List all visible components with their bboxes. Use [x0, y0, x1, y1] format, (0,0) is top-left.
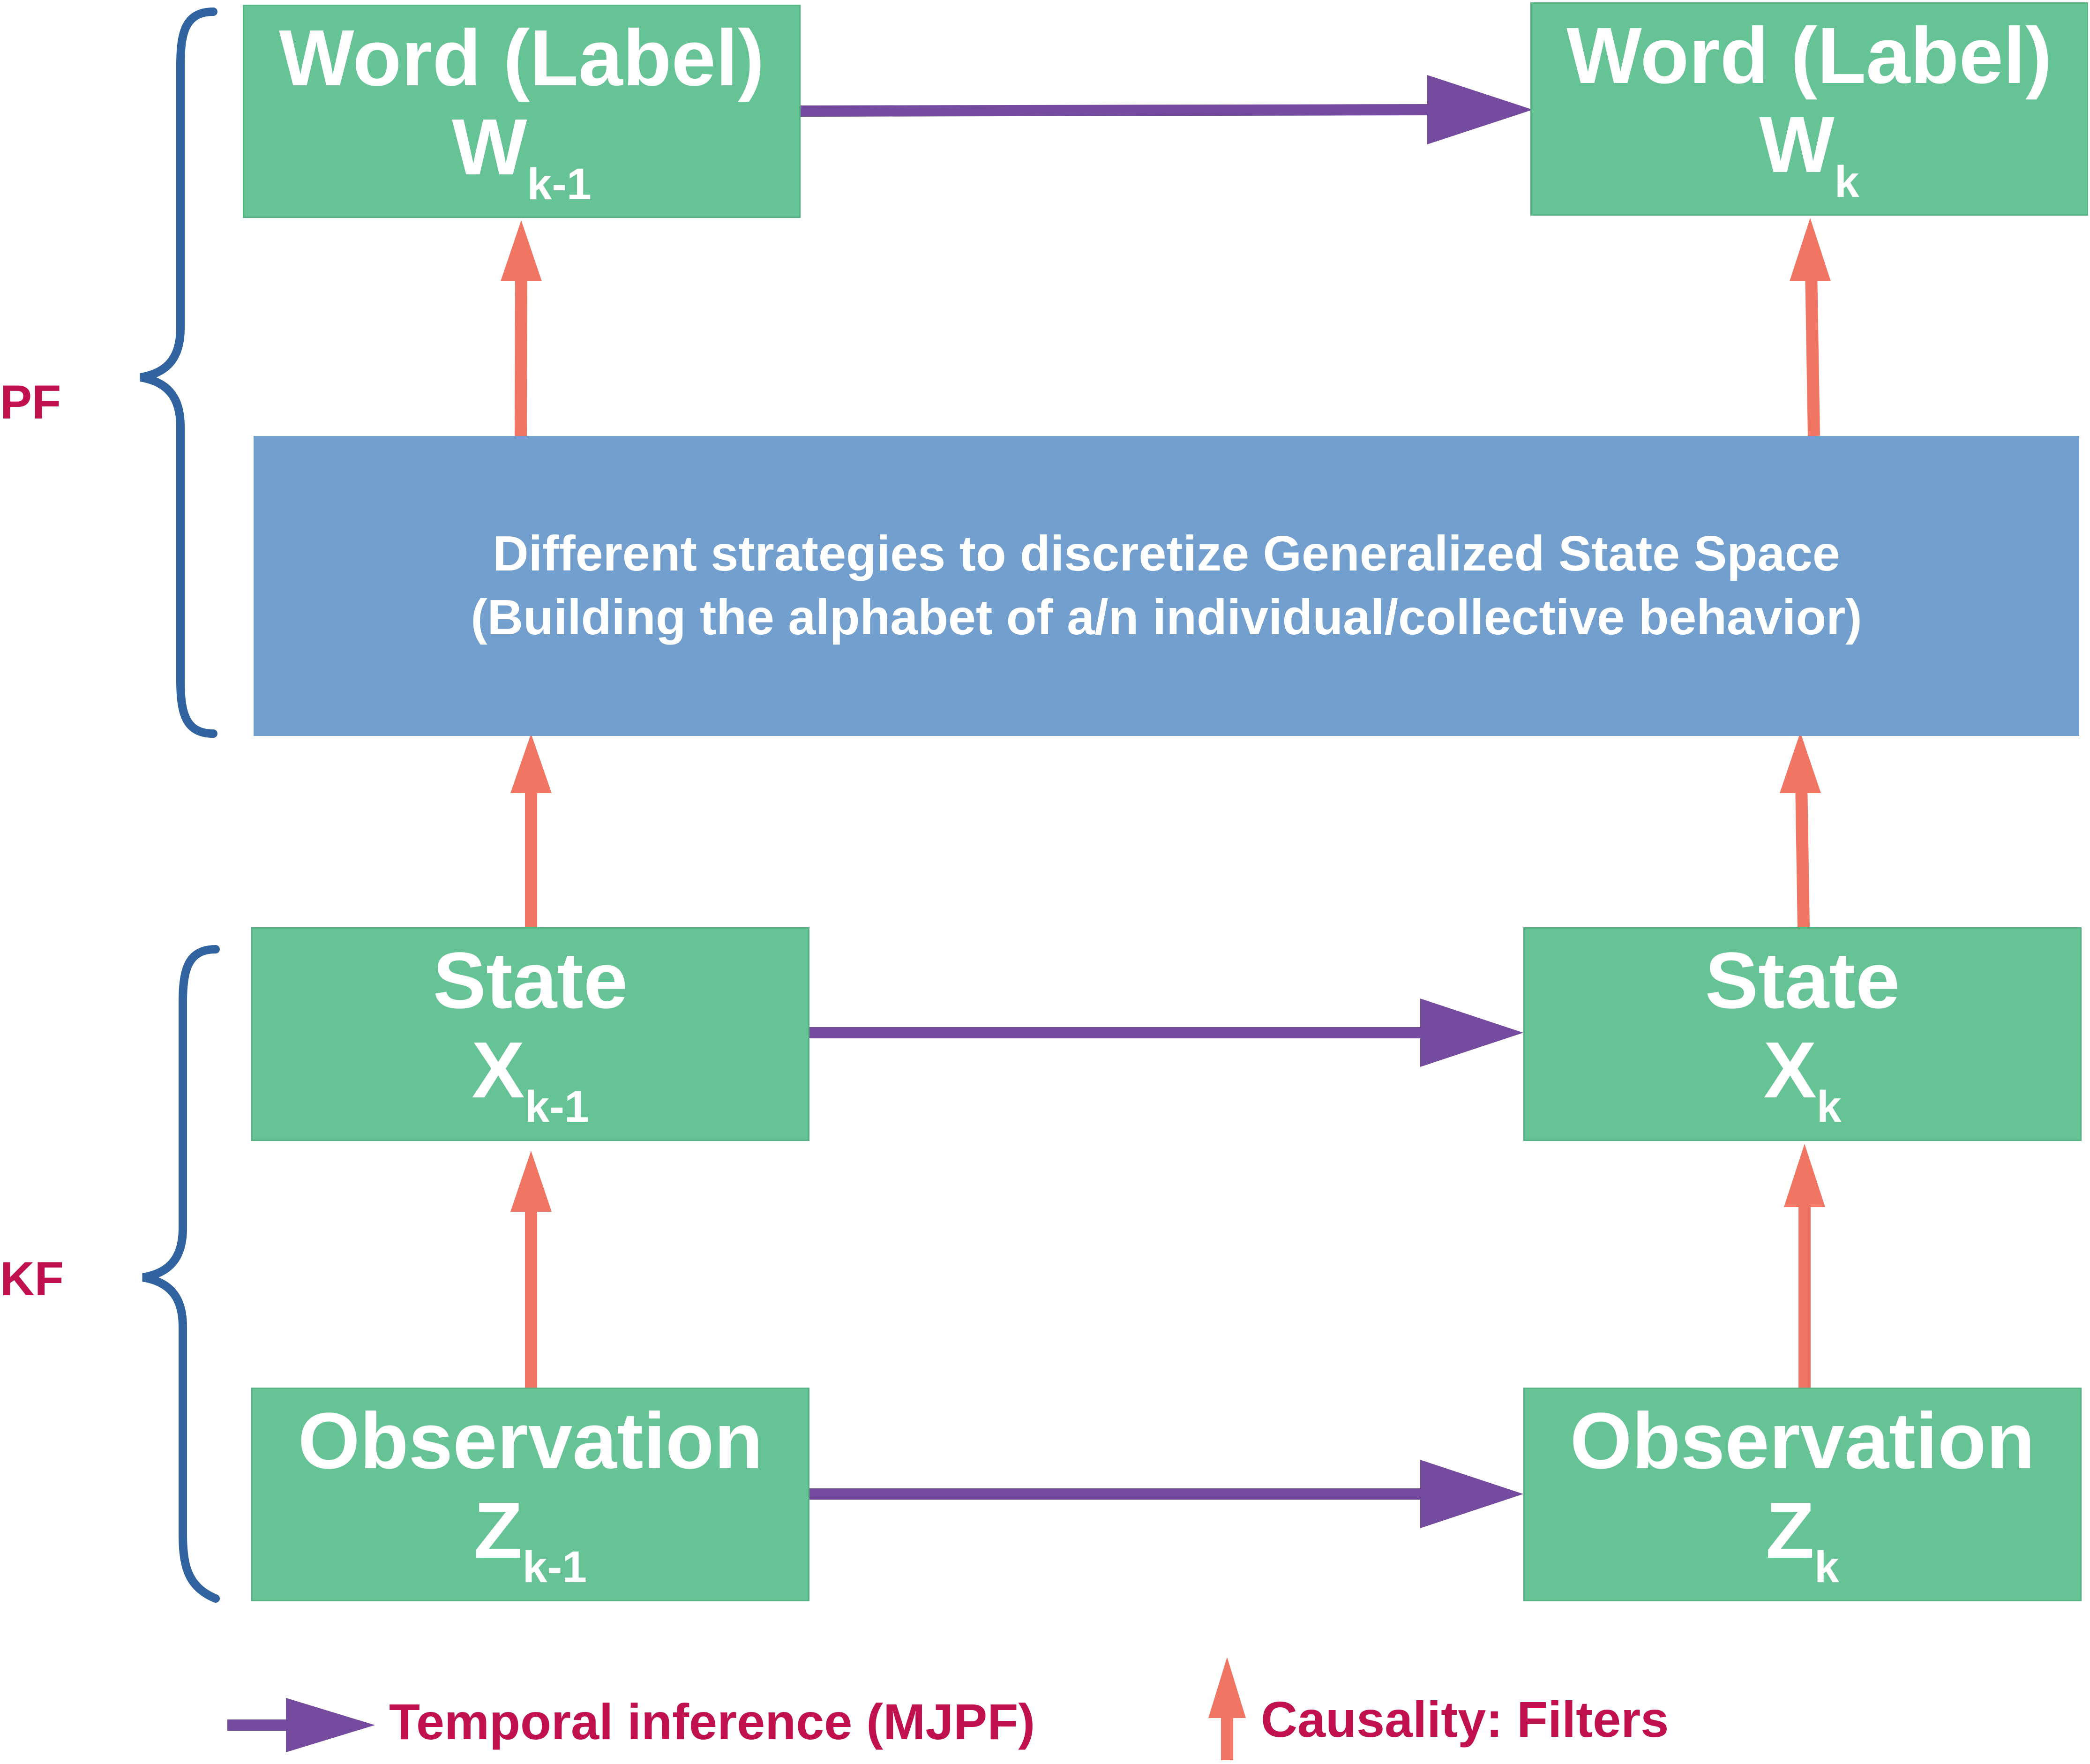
- state-prev-title: State: [433, 936, 628, 1026]
- obs-curr-symbol: Zk: [1766, 1486, 1839, 1592]
- state-prev-subscript: k-1: [524, 1082, 589, 1132]
- temporal-arrow-observation: [809, 1460, 1523, 1528]
- obs-prev-symbol-letter: Z: [473, 1486, 523, 1575]
- causal-arrow-state-curr-to-discretize: [1780, 732, 1821, 928]
- causal-arrow-obs-curr-to-state-curr: [1784, 1144, 1825, 1388]
- obs-prev-subscript: k-1: [522, 1542, 587, 1592]
- word-curr-symbol-letter: W: [1759, 100, 1835, 190]
- legend-temporal-arrow-icon: [227, 1698, 375, 1752]
- word-prev-symbol-letter: W: [452, 103, 527, 192]
- legend-temporal-label: Temporal inference (MJPF): [389, 1693, 1035, 1750]
- legend-causal-arrow-icon: [1208, 1657, 1246, 1760]
- state-curr-box: State Xk: [1523, 927, 2082, 1141]
- legend-causal-label: Causality: Filters: [1261, 1691, 1669, 1748]
- discretize-line2: (Building the alphabet of a/n individual…: [471, 590, 1862, 645]
- state-curr-symbol: Xk: [1763, 1026, 1841, 1132]
- word-curr-symbol: Wk: [1759, 100, 1859, 207]
- word-prev-symbol: Wk-1: [452, 103, 592, 209]
- discretize-line1: Different strategies to discretize Gener…: [493, 526, 1840, 582]
- word-prev-title: Word (Label): [279, 13, 764, 103]
- word-prev-box: Word (Label) Wk-1: [243, 5, 801, 218]
- word-curr-box: Word (Label) Wk: [1530, 2, 2088, 216]
- kf-label: KF: [0, 1252, 64, 1306]
- state-prev-symbol-letter: X: [472, 1025, 525, 1115]
- obs-curr-box: Observation Zk: [1523, 1388, 2082, 1601]
- state-prev-box: State Xk-1: [251, 927, 809, 1141]
- temporal-arrow-state: [809, 998, 1523, 1067]
- causal-arrow-discretize-to-word-prev: [501, 220, 542, 436]
- word-curr-subscript: k: [1834, 157, 1859, 207]
- state-curr-title: State: [1705, 936, 1900, 1026]
- obs-prev-symbol: Zk-1: [474, 1486, 587, 1592]
- obs-curr-symbol-letter: Z: [1766, 1486, 1814, 1575]
- word-prev-subscript: k-1: [527, 159, 592, 209]
- causal-arrow-state-prev-to-discretize: [510, 734, 552, 927]
- pf-label: PF: [0, 375, 61, 429]
- state-curr-subscript: k: [1816, 1082, 1842, 1132]
- obs-curr-title: Observation: [1570, 1396, 2035, 1486]
- word-curr-title: Word (Label): [1566, 11, 2052, 100]
- discretize-box: Different strategies to discretize Gener…: [254, 436, 2079, 736]
- state-curr-symbol-letter: X: [1763, 1025, 1817, 1115]
- obs-prev-box: Observation Zk-1: [251, 1388, 809, 1601]
- temporal-arrow-word: [800, 75, 1533, 144]
- pf-brace: [140, 8, 217, 738]
- obs-prev-title: Observation: [298, 1396, 763, 1486]
- obs-curr-subscript: k: [1814, 1542, 1839, 1592]
- causal-arrow-obs-prev-to-state-prev: [510, 1151, 552, 1388]
- state-prev-symbol: Xk-1: [472, 1026, 589, 1132]
- kf-brace: [142, 945, 220, 1603]
- causal-arrow-discretize-to-word-curr: [1790, 218, 1831, 436]
